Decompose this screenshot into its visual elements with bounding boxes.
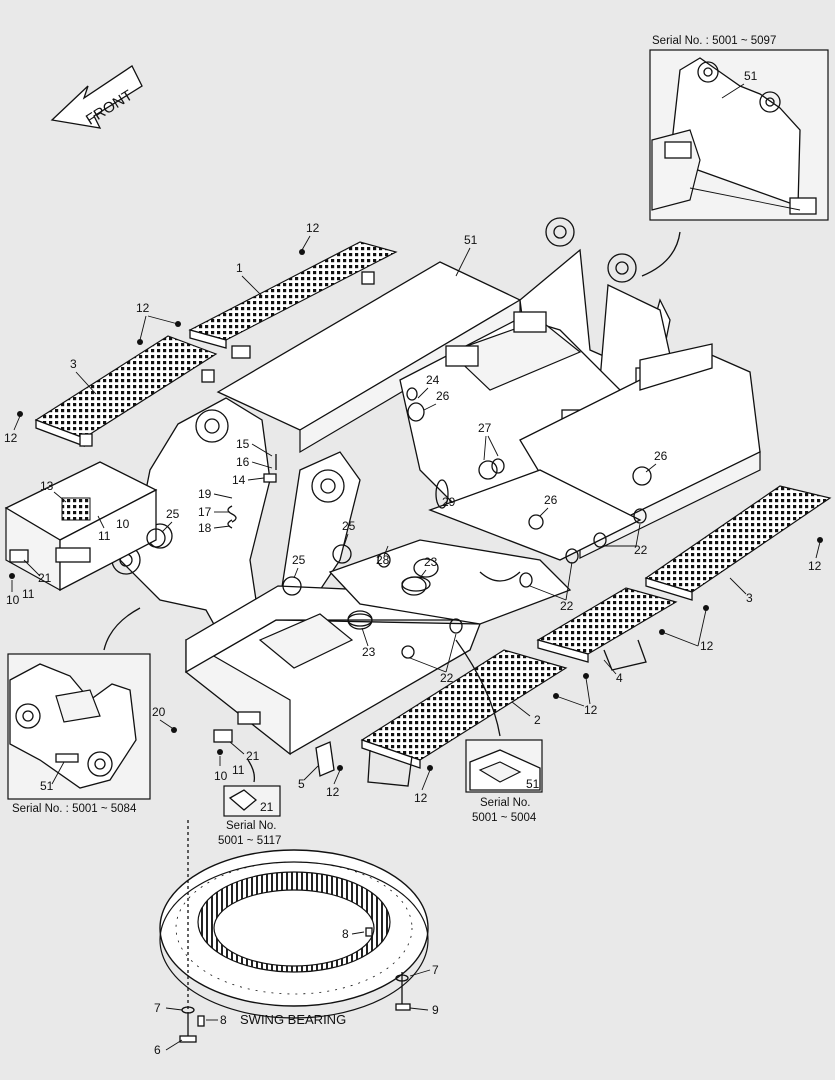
inset-left-serial: Serial No. : 5001 ~ 5084 bbox=[12, 803, 137, 815]
callout-8b: 8 bbox=[220, 1013, 227, 1027]
callout-10a: 10 bbox=[116, 517, 130, 531]
callout-8a: 8 bbox=[342, 927, 349, 941]
callout-15: 15 bbox=[236, 437, 250, 451]
swing-bearing-label: SWING BEARING bbox=[240, 1012, 346, 1027]
inset-bottom-mid: 21 Serial No. 5001 ~ 5117 bbox=[218, 759, 281, 847]
callout-19: 19 bbox=[198, 487, 212, 501]
callout-5: 5 bbox=[298, 777, 305, 791]
callout-21a: 21 bbox=[38, 571, 52, 585]
callout-22a: 22 bbox=[634, 543, 648, 557]
callout-17: 17 bbox=[198, 505, 212, 519]
callout-12b: 12 bbox=[136, 301, 150, 315]
inset-bottom-mid-part: 21 bbox=[260, 800, 274, 814]
callout-29: 29 bbox=[442, 495, 456, 509]
callout-27: 27 bbox=[478, 421, 492, 435]
callout-26c: 26 bbox=[544, 493, 558, 507]
callout-11c: 11 bbox=[232, 763, 245, 777]
upper-frame bbox=[4, 217, 761, 756]
callout-3a: 3 bbox=[70, 357, 77, 371]
callout-25c: 25 bbox=[292, 553, 306, 567]
callout-20: 20 bbox=[152, 705, 166, 719]
step-grate-2 bbox=[360, 649, 568, 787]
callout-2: 2 bbox=[534, 713, 541, 727]
inset-left: 51 Serial No. : 5001 ~ 5084 bbox=[7, 607, 151, 815]
front-arrow-icon: FRONT bbox=[50, 65, 143, 129]
step-grate-1 bbox=[188, 241, 398, 359]
callout-28: 28 bbox=[376, 553, 390, 567]
callout-22b: 22 bbox=[560, 599, 574, 613]
step-grate-3-right bbox=[644, 485, 832, 601]
callout-14: 14 bbox=[232, 473, 246, 487]
step-grate-4 bbox=[536, 587, 678, 671]
callout-23b: 23 bbox=[362, 645, 376, 659]
callout-21b: 21 bbox=[246, 749, 260, 763]
callout-10b: 10 bbox=[6, 593, 20, 607]
inset-bottom-right: 51 Serial No. 5001 ~ 5004 bbox=[455, 639, 543, 824]
step-grate-3-left bbox=[34, 335, 218, 447]
callout-6: 6 bbox=[154, 1043, 161, 1057]
callout-7b: 7 bbox=[154, 1001, 161, 1015]
callout-12c: 12 bbox=[4, 431, 18, 445]
callout-25b: 25 bbox=[342, 519, 356, 533]
callout-24: 24 bbox=[426, 373, 440, 387]
callout-7a: 7 bbox=[432, 963, 439, 977]
callout-26a: 26 bbox=[436, 389, 450, 403]
callout-3b: 3 bbox=[746, 591, 753, 605]
callout-12e: 12 bbox=[700, 639, 714, 653]
callout-26b: 26 bbox=[654, 449, 668, 463]
callout-16: 16 bbox=[236, 455, 250, 469]
callout-51: 51 bbox=[464, 233, 478, 247]
callouts: 12 1 51 12 3 12 13 11 10 21 11 10 15 16 … bbox=[4, 221, 823, 1057]
inset-top-right-part: 51 bbox=[744, 69, 758, 83]
callout-12f: 12 bbox=[584, 703, 598, 717]
inset-bottom-mid-serial-2: 5001 ~ 5117 bbox=[218, 835, 281, 847]
callout-25a: 25 bbox=[166, 507, 180, 521]
callout-12d: 12 bbox=[808, 559, 822, 573]
callout-12a: 12 bbox=[306, 221, 320, 235]
callout-11b: 11 bbox=[22, 587, 35, 601]
inset-top-right: Serial No. : 5001 ~ 5097 51 bbox=[641, 35, 829, 277]
callout-1: 1 bbox=[236, 261, 243, 275]
bushings bbox=[146, 387, 652, 659]
callout-13: 13 bbox=[40, 479, 54, 493]
inset-left-part: 51 bbox=[40, 779, 54, 793]
callout-18: 18 bbox=[198, 521, 212, 535]
callout-12g: 12 bbox=[326, 785, 340, 799]
callout-22c: 22 bbox=[440, 671, 454, 685]
callout-10c: 10 bbox=[214, 769, 228, 783]
callout-9: 9 bbox=[432, 1003, 439, 1017]
inset-bottom-right-serial-2: 5001 ~ 5004 bbox=[472, 812, 537, 824]
inset-bottom-right-serial-1: Serial No. bbox=[480, 797, 531, 809]
callout-12h: 12 bbox=[414, 791, 428, 805]
callout-11a: 11 bbox=[98, 529, 111, 543]
inset-bottom-right-part: 51 bbox=[526, 777, 540, 791]
callout-23a: 23 bbox=[424, 555, 438, 569]
callout-4: 4 bbox=[616, 671, 623, 685]
swing-bearing: SWING BEARING bbox=[159, 820, 429, 1043]
inset-top-right-serial: Serial No. : 5001 ~ 5097 bbox=[652, 35, 776, 47]
inset-bottom-mid-serial-1: Serial No. bbox=[226, 820, 277, 832]
